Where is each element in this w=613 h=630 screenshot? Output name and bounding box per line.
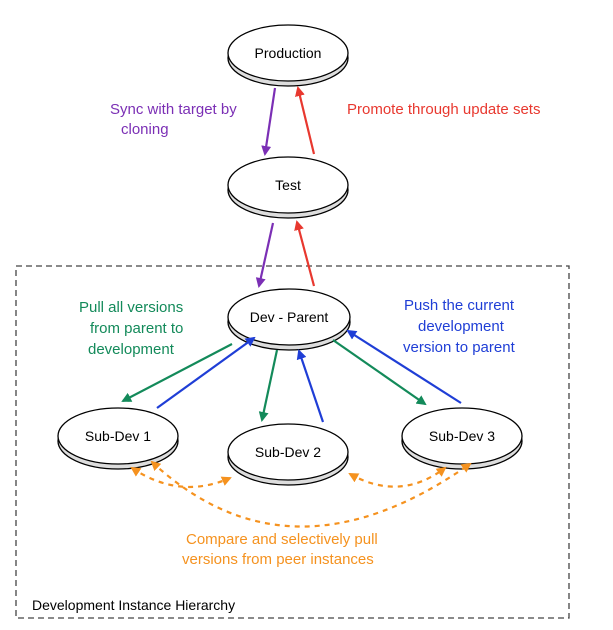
compare-arrow-sub1-sub2 — [130, 466, 232, 488]
sync-label-line-1: Sync with target by — [110, 101, 237, 118]
promote-arrow-dev-test — [294, 220, 316, 287]
pull-label-line-1: Pull all versions — [79, 299, 184, 316]
push-arrow-sub-dev-2 — [296, 349, 325, 423]
compare-arrow-sub2-sub3 — [348, 466, 447, 488]
sync-arrow-test-dev — [255, 222, 275, 288]
push-arrow-sub-dev-1 — [156, 336, 256, 409]
node-production-label: Production — [254, 45, 322, 61]
push-label-line-1: Push the current — [404, 297, 515, 314]
node-sub-dev-3-label: Sub-Dev 3 — [428, 428, 496, 444]
compare-label-line-1: Compare and selectively pull — [186, 531, 378, 548]
promote-arrow-test-prod — [295, 86, 316, 155]
node-sub-dev-1-label: Sub-Dev 1 — [84, 428, 152, 444]
node-test-label: Test — [275, 177, 301, 193]
pull-label-line-3: development — [88, 341, 174, 358]
pull-label-line-2: from parent to — [90, 320, 184, 337]
compare-label-line-2: versions from peer instances — [182, 551, 374, 568]
pull-arrow-sub-dev-3 — [332, 339, 427, 406]
node-test — [227, 156, 349, 219]
node-sub-dev-2-label: Sub-Dev 2 — [254, 444, 322, 460]
pull-arrow-sub-dev-1 — [121, 343, 233, 402]
push-label-line-2: development — [418, 318, 504, 335]
push-label-line-3: version to parent — [403, 339, 515, 356]
hierarchy-boundary — [15, 265, 570, 619]
pull-arrow-sub-dev-2 — [258, 349, 279, 422]
compare-arrow-sub1-sub3 — [150, 460, 472, 528]
node-sub-dev-3 — [401, 407, 523, 470]
node-dev-parent — [227, 288, 351, 351]
hierarchy-title: Development Instance Hierarchy — [32, 597, 236, 613]
push-arrow-sub-dev-3 — [346, 329, 462, 404]
sync-arrow-prod-test — [261, 87, 277, 156]
sync-label-line-2: cloning — [121, 121, 169, 138]
node-sub-dev-1 — [57, 407, 179, 470]
node-production — [227, 24, 349, 87]
promote-label: Promote through update sets — [347, 101, 541, 118]
node-dev-parent-label: Dev - Parent — [249, 309, 329, 325]
